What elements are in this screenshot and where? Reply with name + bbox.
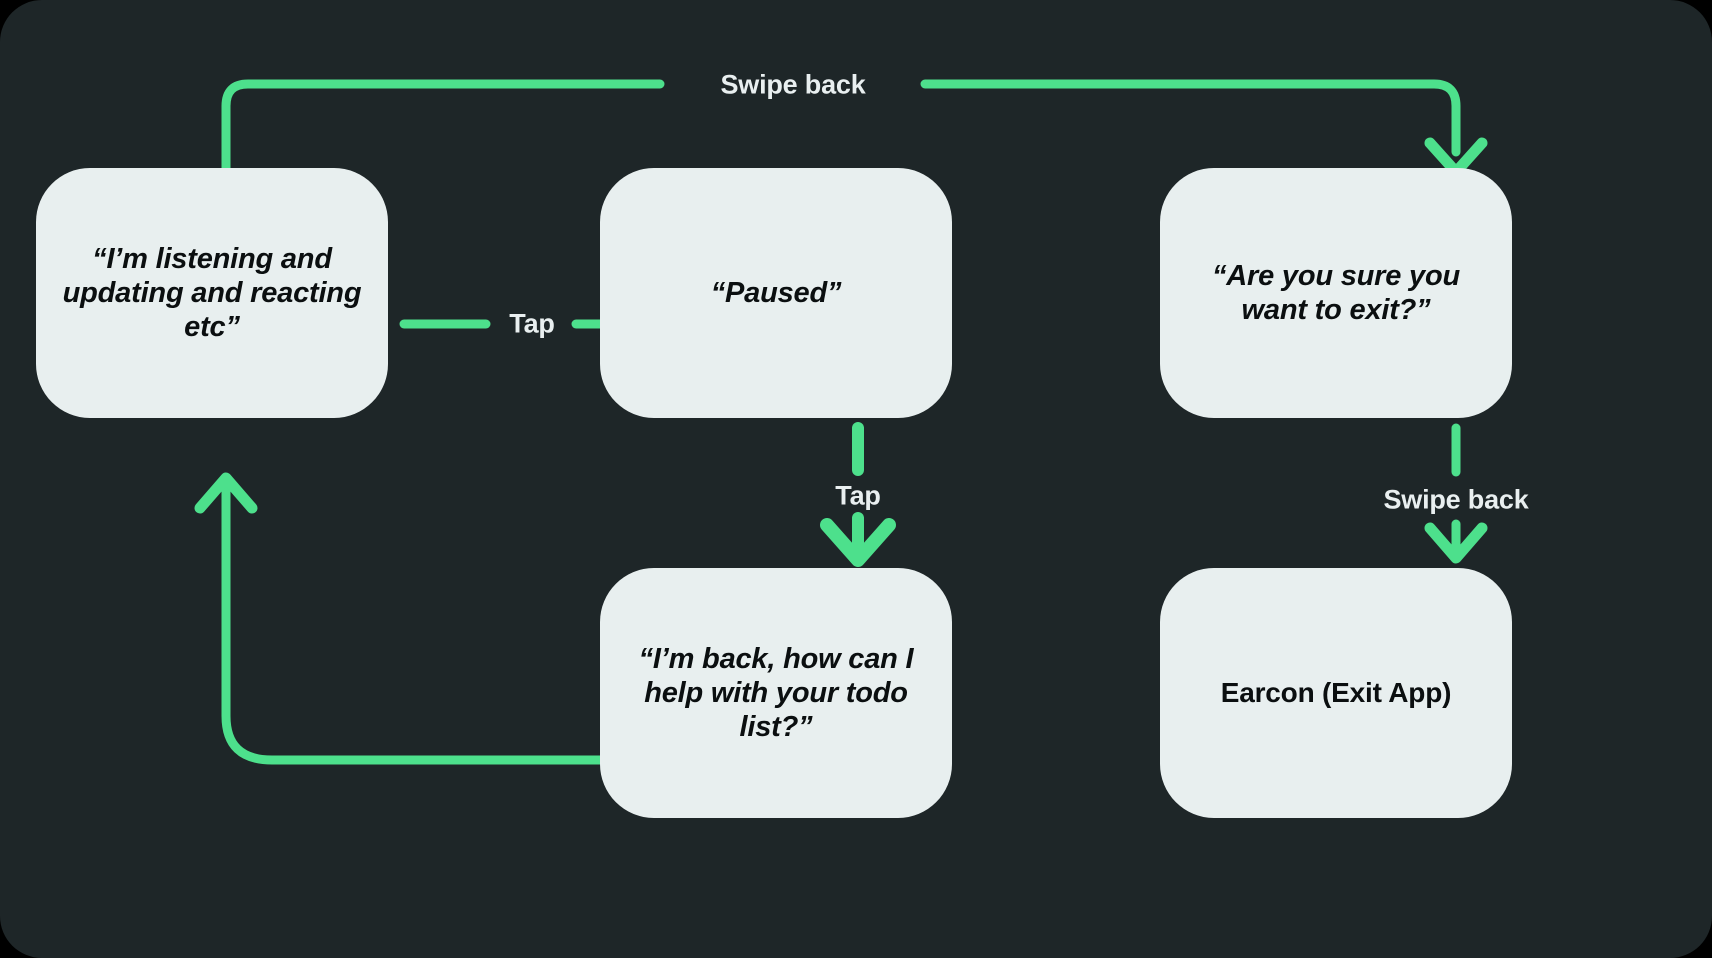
- edge-paused-to-back-arrowhead: [820, 518, 896, 567]
- edge-back-to-listening-arrowhead: [194, 472, 258, 514]
- node-back[interactable]: “I’m back, how can I help with your todo…: [600, 568, 952, 818]
- node-listening-label: “I’m listening and updating and reacting…: [62, 242, 362, 344]
- edge-label-tap-horizontal: Tap: [509, 308, 555, 339]
- edge-listening-to-confirm-path-right: [920, 79, 1461, 157]
- node-confirm[interactable]: “Are you sure you want to exit?”: [1160, 168, 1512, 418]
- edge-listening-to-confirm-path: [221, 79, 665, 173]
- node-earcon[interactable]: Earcon (Exit App): [1160, 568, 1512, 818]
- node-back-label: “I’m back, how can I help with your todo…: [638, 642, 914, 744]
- node-paused-label: “Paused”: [710, 276, 842, 309]
- edge-back-to-listening-path: [221, 485, 645, 765]
- node-confirm-label: “Are you sure you want to exit?”: [1212, 259, 1460, 326]
- edge-confirm-to-earcon-arrowhead: [1424, 522, 1488, 564]
- edge-label-swipe-back-top: Swipe back: [720, 69, 866, 100]
- node-paused[interactable]: “Paused”: [600, 168, 952, 418]
- edge-label-tap-vertical: Tap: [835, 480, 881, 511]
- node-listening[interactable]: “I’m listening and updating and reacting…: [36, 168, 388, 418]
- edge-label-swipe-back-right: Swipe back: [1383, 484, 1529, 515]
- node-earcon-label: Earcon (Exit App): [1220, 677, 1452, 709]
